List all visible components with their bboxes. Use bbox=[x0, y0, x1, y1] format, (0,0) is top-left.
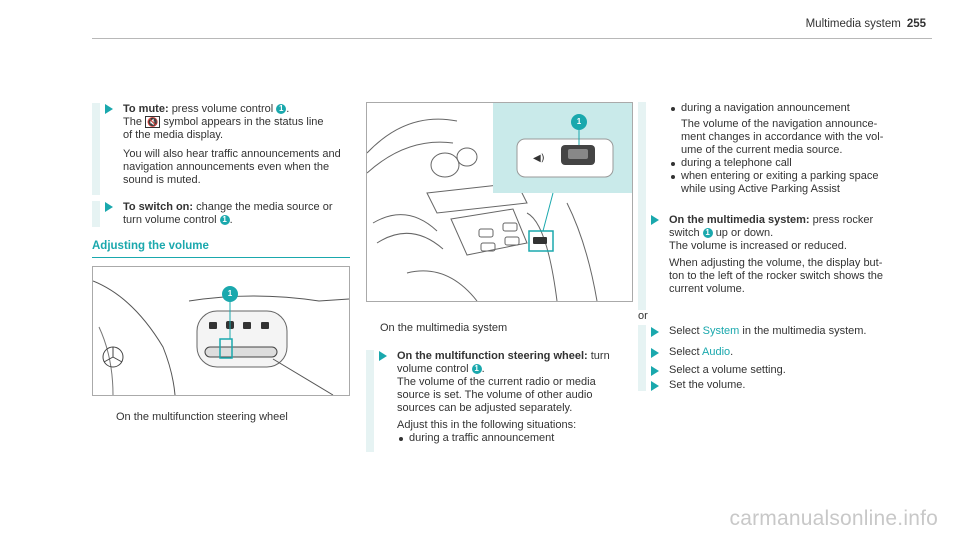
arrow-icon bbox=[651, 327, 659, 337]
callout-badge: 1 bbox=[702, 228, 713, 238]
step-set-volume: Set the volume. bbox=[669, 379, 746, 391]
steering-wheel-illustration: 1 bbox=[92, 266, 350, 396]
callout-badge: 1 bbox=[219, 215, 230, 225]
arrow-icon bbox=[651, 366, 659, 376]
step-text: Select bbox=[669, 346, 700, 358]
bullet-text: during a navigation announcement bbox=[681, 102, 850, 114]
figure-callout-badge: 1 bbox=[225, 289, 235, 299]
figure-callout-badge: 1 bbox=[574, 117, 584, 127]
step-line2b: up or down. bbox=[715, 227, 774, 239]
step-line3: The volume is increased or reduced. bbox=[669, 240, 847, 252]
switch-on-text: change the media source or bbox=[196, 201, 333, 213]
step-para-line: When adjusting the volume, the display b… bbox=[669, 257, 883, 269]
nav-line: The volume of the navigation announce- bbox=[681, 118, 878, 130]
step-line: sources can be adjusted separately. bbox=[397, 402, 573, 414]
step-select-volume: Select a volume setting. bbox=[669, 364, 786, 376]
audio-menu-link[interactable]: Audio bbox=[702, 346, 731, 358]
bullet-text: during a telephone call bbox=[681, 157, 792, 169]
mute-para-line: You will also hear traffic announcements… bbox=[123, 148, 341, 160]
mute-line2b: symbol appears in the status line bbox=[163, 116, 324, 128]
figure-caption: On the multifunction steering wheel bbox=[116, 411, 288, 423]
switch-on-lead: To switch on: bbox=[123, 201, 194, 213]
bullet-icon bbox=[671, 107, 675, 111]
or-label: or bbox=[638, 310, 648, 322]
step-text: Select bbox=[669, 325, 700, 337]
step-text: . bbox=[730, 346, 734, 358]
arrow-icon bbox=[379, 351, 387, 361]
switch-on-line2: turn volume control bbox=[123, 214, 217, 226]
header-rule bbox=[92, 38, 932, 39]
callout-badge: 1 bbox=[471, 364, 482, 374]
step-para-line: current volume. bbox=[669, 283, 745, 295]
arrow-icon bbox=[651, 215, 659, 225]
page-number: 255 bbox=[906, 18, 926, 30]
running-header: Multimedia system 255 bbox=[806, 18, 926, 31]
step-para-line: ton to the left of the rocker switch sho… bbox=[669, 270, 883, 282]
nav-line: ment changes in accordance with the vol- bbox=[681, 131, 884, 143]
mute-text: press volume control bbox=[171, 103, 274, 115]
bullet-icon bbox=[671, 175, 675, 179]
bullet-icon bbox=[399, 437, 403, 441]
section-heading: Adjusting the volume bbox=[92, 240, 209, 252]
step-bar bbox=[366, 350, 374, 452]
bullet-text: while using Active Parking Assist bbox=[681, 183, 840, 195]
step-bar bbox=[92, 201, 100, 227]
figure-caption: On the multimedia system bbox=[380, 322, 508, 334]
watermark: carmanualsonline.info bbox=[729, 507, 938, 530]
header-title: Multimedia system bbox=[805, 18, 901, 30]
step-text: turn bbox=[590, 350, 610, 362]
continued-list: during a navigation announcement The vol… bbox=[669, 102, 919, 196]
step-line: source is set. The volume of other audio bbox=[397, 389, 593, 401]
bullet-icon bbox=[671, 162, 675, 166]
mute-para-line: sound is muted. bbox=[123, 174, 201, 186]
step-multimedia-system: On the multimedia system: press rocker s… bbox=[669, 214, 919, 296]
steering-wheel-svg bbox=[93, 280, 349, 395]
step-select-audio: Select Audio. bbox=[669, 346, 733, 359]
step-bar bbox=[638, 325, 646, 391]
mute-line3: of the media display. bbox=[123, 129, 224, 141]
step-text: press rocker bbox=[812, 214, 874, 226]
heading-rule bbox=[92, 257, 350, 258]
multimedia-illustration: ◀) 1 bbox=[366, 102, 633, 302]
step-switch-on: To switch on: change the media source or… bbox=[92, 201, 352, 227]
step-mute: To mute: press volume control 1. The 🔇 s… bbox=[92, 103, 352, 195]
step-list-select bbox=[638, 325, 908, 391]
svg-text:◀): ◀) bbox=[533, 153, 545, 164]
continued-step-bar bbox=[638, 102, 646, 310]
arrow-icon bbox=[105, 202, 113, 212]
step-line: The volume of the current radio or media bbox=[397, 376, 596, 388]
arrow-icon bbox=[105, 104, 113, 114]
mute-symbol-icon: 🔇 bbox=[145, 116, 161, 128]
step-lead: On the multimedia system: bbox=[669, 214, 810, 226]
mute-para-line: navigation announcements even when the bbox=[123, 161, 330, 173]
bullet-text: during a traffic announcement bbox=[409, 432, 555, 444]
system-menu-link[interactable]: System bbox=[702, 325, 740, 337]
mute-line2a: The bbox=[123, 116, 142, 128]
step-steering-wheel: On the multifunction steering wheel: tur… bbox=[366, 350, 636, 452]
step-adjust: Adjust this in the following situations: bbox=[397, 419, 577, 431]
mute-lead: To mute: bbox=[123, 103, 169, 115]
step-line2: volume control bbox=[397, 363, 469, 375]
step-select-system: Select System in the multimedia system. bbox=[669, 325, 867, 338]
step-bar bbox=[92, 103, 100, 195]
arrow-icon bbox=[651, 348, 659, 358]
bullet-text: when entering or exiting a parking space bbox=[681, 170, 879, 182]
step-line2a: switch bbox=[669, 227, 700, 239]
multimedia-svg: ◀) bbox=[367, 103, 632, 301]
step-text: in the multimedia system. bbox=[742, 325, 867, 337]
step-lead: On the multifunction steering wheel: bbox=[397, 350, 588, 362]
callout-badge: 1 bbox=[276, 104, 287, 114]
arrow-icon bbox=[651, 381, 659, 391]
nav-line: ume of the current media source. bbox=[681, 144, 843, 156]
